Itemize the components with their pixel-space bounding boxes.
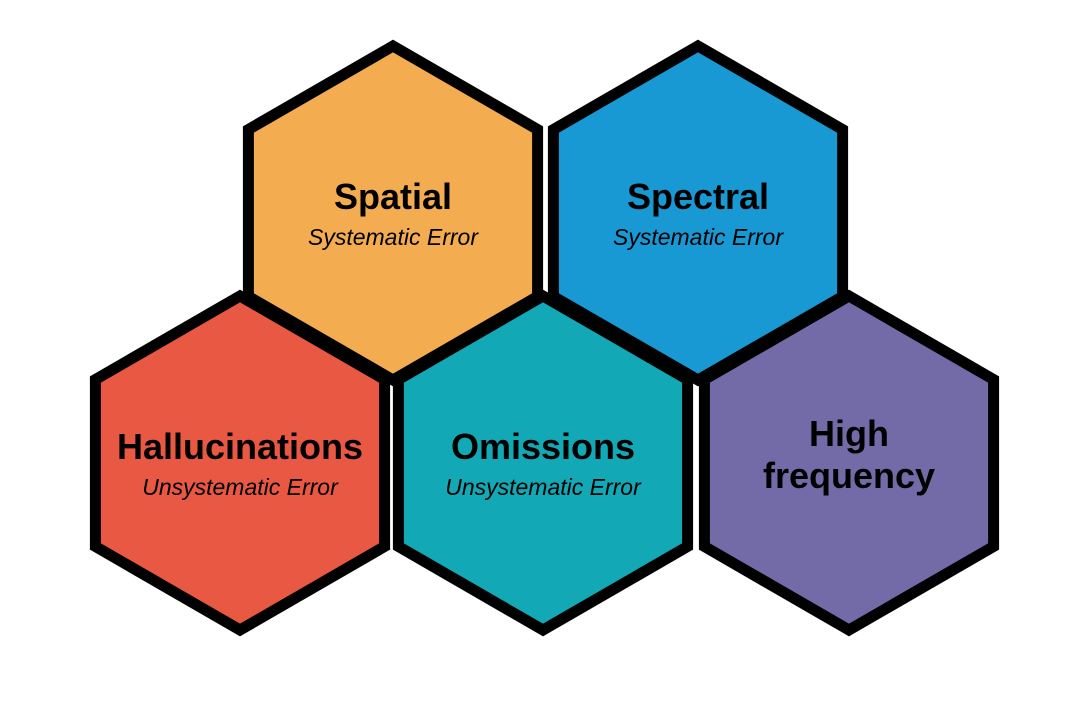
hexagon-high-frequency-title-line-2: frequency bbox=[763, 455, 935, 496]
hexagon-hallucinations-subtitle: Unsystematic Error bbox=[142, 474, 339, 500]
hexagon-hallucinations-title: Hallucinations bbox=[117, 426, 363, 467]
hexagon-spectral-title: Spectral bbox=[627, 176, 769, 217]
hexagon-hallucinations bbox=[89, 289, 391, 637]
hexagon-omissions bbox=[392, 289, 694, 637]
hexagon-high-frequency-title-line-1: High bbox=[809, 413, 889, 454]
hexagon-spatial-title: Spatial bbox=[334, 176, 452, 217]
hexagon-omissions-subtitle: Unsystematic Error bbox=[445, 474, 642, 500]
hexagon-spectral bbox=[547, 39, 849, 387]
hexagon-high-frequency bbox=[698, 289, 1000, 637]
hexagon-spatial-subtitle: Systematic Error bbox=[308, 224, 479, 250]
hexagon-omissions-title: Omissions bbox=[451, 426, 635, 467]
hexagon-spectral-subtitle: Systematic Error bbox=[613, 224, 784, 250]
